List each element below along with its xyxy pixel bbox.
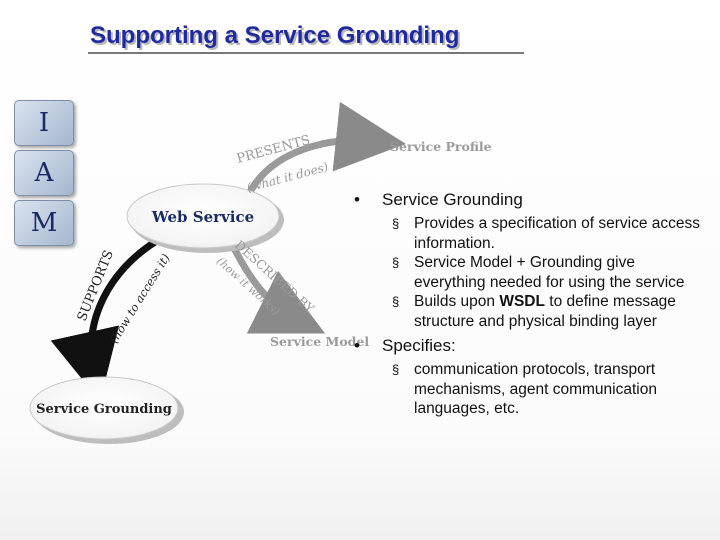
iam-puzzle-logo: I A M	[14, 100, 76, 246]
service-grounding-oval	[29, 376, 179, 440]
puzzle-piece-m: M	[14, 200, 74, 246]
described-by-arrow	[228, 240, 326, 334]
subbullet-builds-upon: Builds upon WSDL to define message struc…	[350, 292, 710, 331]
wsdl-bold: WSDL	[499, 293, 545, 310]
subbullet-communication: communication protocols, transport mecha…	[350, 360, 710, 419]
service-profile-label: Service Profile	[390, 139, 492, 154]
bullet-service-grounding: Service Grounding	[350, 189, 710, 210]
web-service-oval	[126, 183, 280, 249]
presents-arrow	[244, 101, 406, 200]
supports-sub-label: (how to access it)	[107, 251, 173, 345]
web-service-label: Web Service	[151, 208, 254, 226]
presents-sub-label: (what it does)	[245, 160, 330, 195]
service-grounding-label: Service Grounding	[36, 402, 172, 417]
service-model-label: Service Model	[270, 334, 369, 349]
bullet-specifies: Specifies:	[350, 335, 710, 356]
slide-title: Supporting a Service Grounding	[90, 22, 460, 49]
puzzle-piece-i: I	[14, 100, 74, 146]
title-underline	[88, 52, 524, 54]
supports-arrow	[50, 236, 162, 402]
subbullet-service-model: Service Model + Grounding give everythin…	[350, 253, 710, 292]
bullet-content: Service Grounding Provides a specificati…	[350, 189, 710, 419]
subbullet-provides: Provides a specification of service acce…	[350, 214, 710, 253]
puzzle-piece-a: A	[14, 150, 74, 196]
